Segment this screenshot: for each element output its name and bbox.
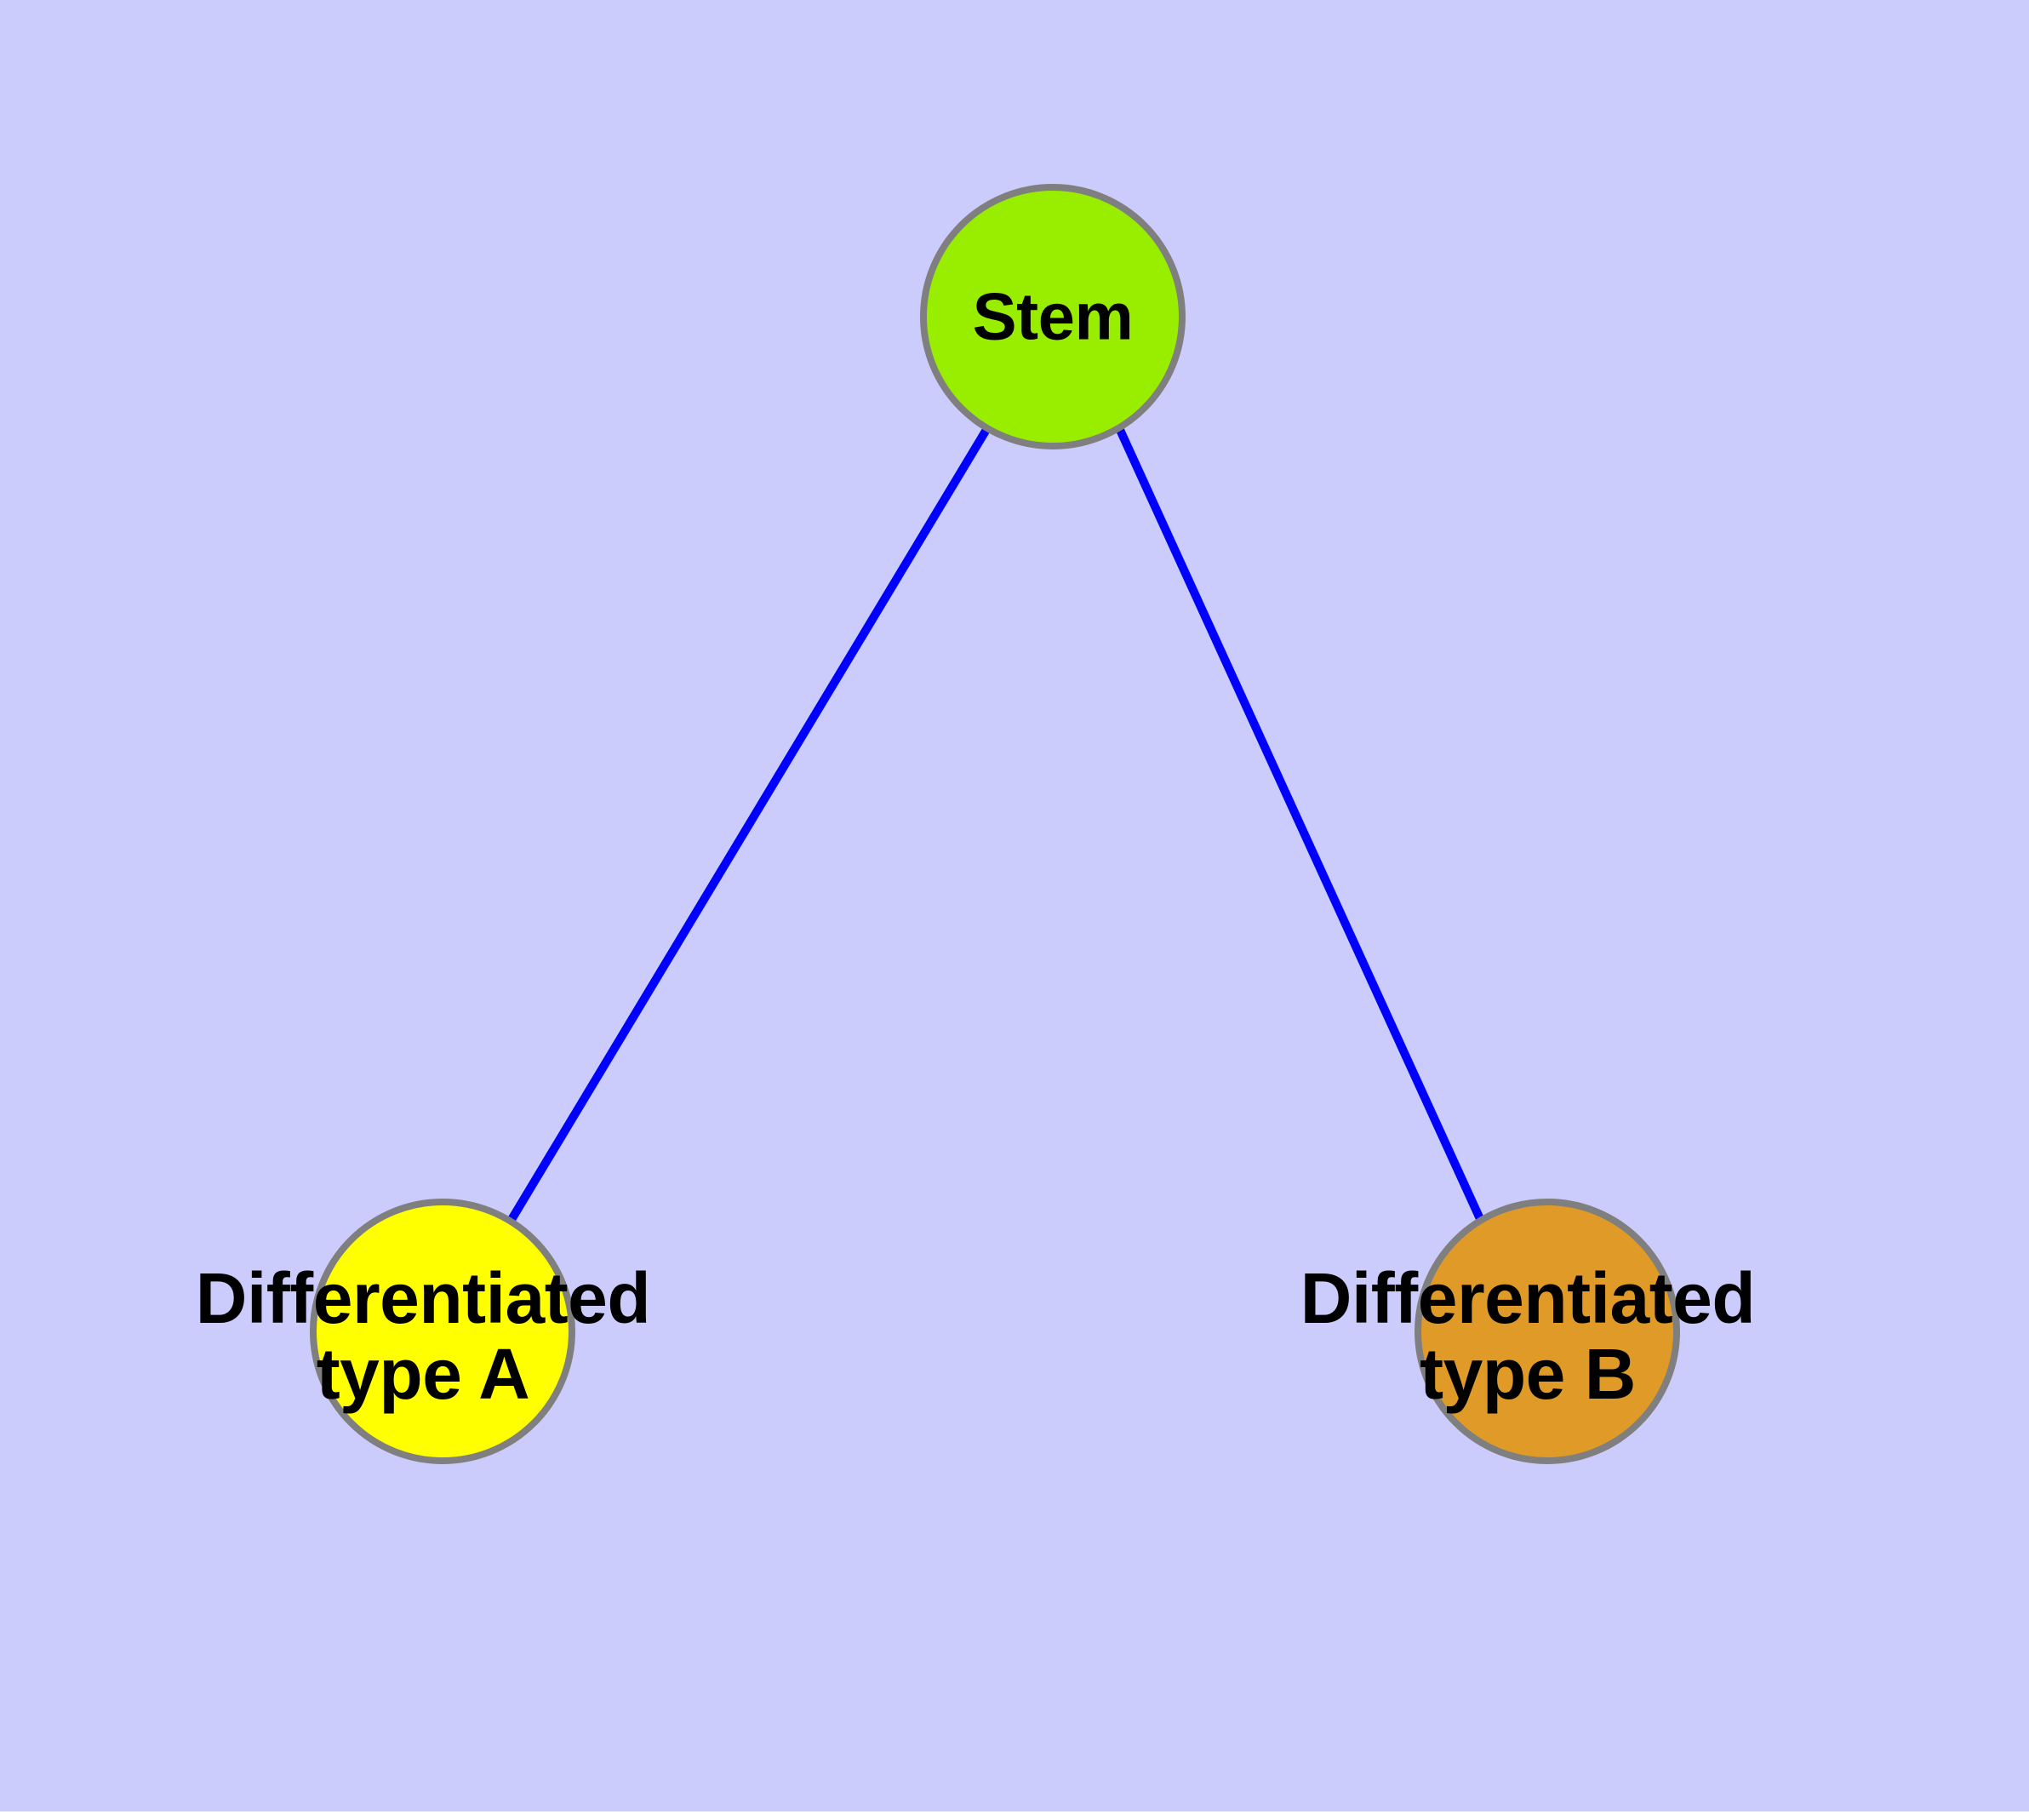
- node-layer: [310, 184, 1680, 1464]
- node-stem-circle[interactable]: [920, 184, 1186, 449]
- edge-layer: [506, 426, 1485, 1225]
- node-type-a-circle[interactable]: [310, 1199, 575, 1464]
- node-type-b-circle[interactable]: [1415, 1199, 1680, 1464]
- edge-stem-to-type-b[interactable]: [1116, 427, 1485, 1223]
- edge-stem-to-type-a[interactable]: [506, 426, 992, 1225]
